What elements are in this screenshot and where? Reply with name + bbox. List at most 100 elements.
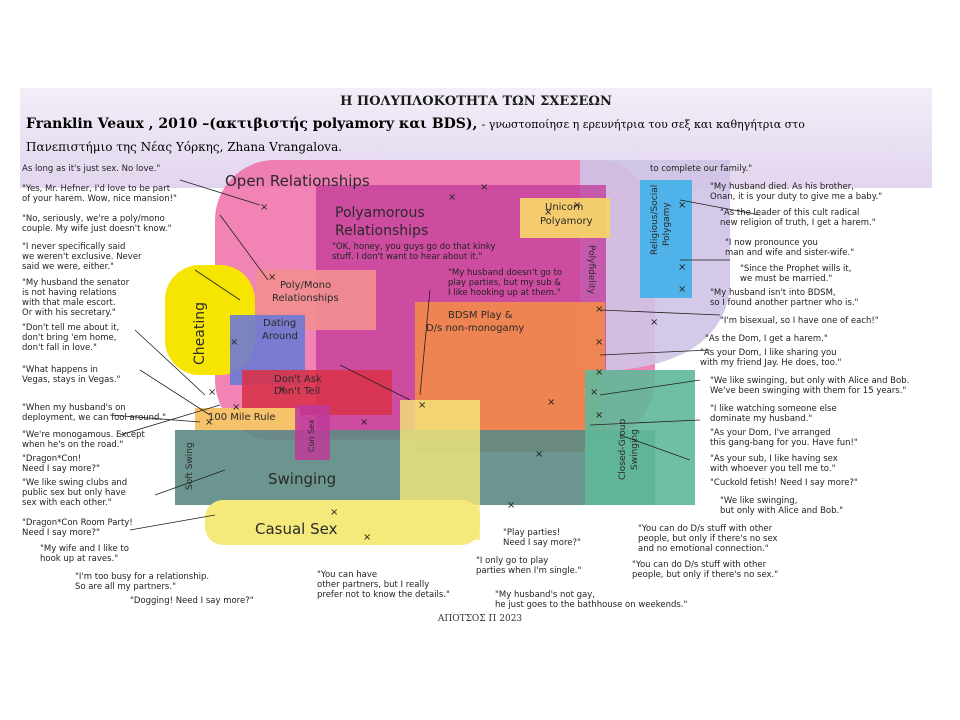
connector-lines xyxy=(109,179,761,531)
page-title: Η ΠΟΛΥΠΛΟΚΟΤΗΤΑ ΤΩΝ ΣΧΕΣΕΩΝ xyxy=(340,94,612,109)
svg-text:×: × xyxy=(205,417,213,428)
svg-text:×: × xyxy=(547,397,555,408)
quote: "Yes, Mr. Hefner, I'd love to be part of… xyxy=(22,184,177,204)
svg-text:×: × xyxy=(448,192,456,203)
label-religious-2: Polygamy xyxy=(662,202,672,246)
author-line: Franklin Veaux , 2010 –(ακτιβιστής polya… xyxy=(26,116,805,132)
author-affiliation: Πανεπιστήμιο της Νέας Υόρκης, Zhana Vran… xyxy=(26,140,343,154)
svg-text:×: × xyxy=(360,417,368,428)
svg-text:×: × xyxy=(573,200,581,211)
quote: "You can do D/s stuff with other people,… xyxy=(632,560,779,580)
label-cheating: Cheating xyxy=(192,302,208,365)
quote: "My husband died. As his brother, Onan, … xyxy=(710,182,883,202)
author-name: Franklin Veaux , 2010 –(ακτιβιστής polya… xyxy=(26,116,478,132)
label-polymono-2: Relationships xyxy=(272,293,339,304)
quote: "Don't tell me about it, don't bring 'em… xyxy=(22,323,120,353)
label-unicorn-2: Polyamory xyxy=(540,216,593,227)
region-mile xyxy=(195,408,300,430)
author-note: - γνωστοποίησε η ερευνήτρια του σεξ και … xyxy=(481,118,805,131)
label-consex: Con Sex xyxy=(307,419,316,452)
quote: "We like swinging, but only with Alice a… xyxy=(720,496,844,516)
label-closedgroup-2: Swinging xyxy=(630,429,640,470)
label-unicorn-1: Unicorn xyxy=(545,202,584,213)
svg-text:×: × xyxy=(590,387,598,398)
svg-text:×: × xyxy=(232,402,240,413)
quote: to complete our family." xyxy=(650,164,753,174)
quote: "I like watching someone else dominate m… xyxy=(710,404,837,424)
svg-text:×: × xyxy=(363,532,371,543)
quote: "As your Dom, I've arranged this gang-ba… xyxy=(710,428,858,448)
quote: "I only go to play parties when I'm sing… xyxy=(476,556,582,576)
label-dating-2: Around xyxy=(262,331,298,342)
quote: "Dragon*Con Room Party! Need I say more?… xyxy=(22,518,133,538)
quote: "As the Dom, I get a harem." xyxy=(705,334,828,344)
quote: "My wife and I like to hook up at raves.… xyxy=(40,544,129,564)
quote: "Dogging! Need I say more?" xyxy=(130,596,254,606)
quote: "As your Dom, I like sharing you with my… xyxy=(700,348,842,368)
quote: "My husband isn't into BDSM, so I found … xyxy=(710,288,859,308)
quote: "I now pronounce you man and wife and si… xyxy=(725,238,855,258)
svg-text:×: × xyxy=(260,202,268,213)
quote: "My husband doesn't go to play parties, … xyxy=(448,268,563,298)
svg-text:×: × xyxy=(595,337,603,348)
quote: "OK, honey, you guys go do that kinky st… xyxy=(332,242,496,262)
quote: "We like swinging, but only with Alice a… xyxy=(710,376,910,396)
svg-text:×: × xyxy=(595,304,603,315)
label-polyfidelity: Polyfidelity xyxy=(586,245,596,295)
relationship-diagram: ××× ××× ××× ××× ××× ××× ××× ××× ××× Open… xyxy=(20,160,932,620)
quote: "You can have other partners, but I real… xyxy=(317,570,450,600)
label-bdsm-1: BDSM Play & xyxy=(448,310,513,321)
svg-text:×: × xyxy=(418,400,426,411)
quote: "As your sub, I like having sex with who… xyxy=(710,454,838,474)
label-bdsm-2: D/s non-monogamy xyxy=(426,323,525,334)
svg-text:×: × xyxy=(208,387,216,398)
svg-text:×: × xyxy=(595,367,603,378)
svg-text:×: × xyxy=(678,262,686,273)
quote: "Dragon*Con! Need I say more?" xyxy=(22,454,100,474)
quote: "We like swing clubs and public sex but … xyxy=(22,478,128,508)
region-unicorn xyxy=(520,198,610,238)
quote: "We're monogamous. Except when he's on t… xyxy=(22,430,145,450)
label-softswing: Soft Swing xyxy=(185,442,195,490)
quote: "My husband the senator is not having re… xyxy=(22,278,130,318)
quote: "You can do D/s stuff with other people,… xyxy=(638,524,778,554)
svg-text:×: × xyxy=(678,200,686,211)
region-casual-extra xyxy=(400,400,480,540)
svg-text:×: × xyxy=(278,384,286,395)
footer-credit: ΑΠΟΤΣΟΣ Π 2023 xyxy=(437,614,523,624)
quote: "What happens in Vegas, stays in Vegas." xyxy=(22,365,121,385)
svg-text:×: × xyxy=(535,449,543,460)
label-casual: Casual Sex xyxy=(255,520,338,538)
quote: "My husband's not gay, he just goes to t… xyxy=(495,590,688,610)
quote: "I'm bisexual, so I have one of each!" xyxy=(720,316,879,326)
quote: "When my husband's on deployment, we can… xyxy=(22,403,167,423)
svg-text:×: × xyxy=(230,337,238,348)
svg-text:×: × xyxy=(650,317,658,328)
region-consex xyxy=(295,405,330,460)
quote: "Cuckold fetish! Need I say more?" xyxy=(710,478,858,488)
label-religious-1: Religious/Social xyxy=(650,184,660,255)
svg-text:×: × xyxy=(678,284,686,295)
label-open: Open Relationships xyxy=(225,172,370,190)
label-dating-1: Dating xyxy=(263,318,297,329)
region-closedgroup xyxy=(585,370,695,505)
region-markers: ××× ××× ××× ××× ××× ××× ××× ××× ××× xyxy=(205,182,686,543)
label-dontask-2: Don't Tell xyxy=(274,386,321,397)
quote: "Play parties! Need I say more?" xyxy=(503,528,581,548)
label-swinging: Swinging xyxy=(268,470,337,488)
label-poly-2: Relationships xyxy=(335,223,429,239)
svg-text:×: × xyxy=(507,500,515,511)
quote: "As the leader of this cult radical new … xyxy=(720,208,876,228)
region-religious xyxy=(640,180,692,298)
label-polymono-1: Poly/Mono xyxy=(280,280,332,291)
quote: As long as it's just sex. No love." xyxy=(22,164,161,174)
svg-text:×: × xyxy=(480,182,488,193)
svg-text:×: × xyxy=(330,507,338,518)
quote: "No, seriously, we're a poly/mono couple… xyxy=(22,214,172,234)
label-dontask-1: Don't Ask xyxy=(274,374,322,385)
label-mile: 100 Mile Rule xyxy=(208,412,276,423)
diagram-shapes: ××× ××× ××× ××× ××× ××× ××× ××× ××× xyxy=(109,160,761,545)
svg-text:×: × xyxy=(595,410,603,421)
quote: "Since the Prophet wills it, we must be … xyxy=(740,264,852,284)
label-poly-1: Polyamorous xyxy=(335,205,425,221)
